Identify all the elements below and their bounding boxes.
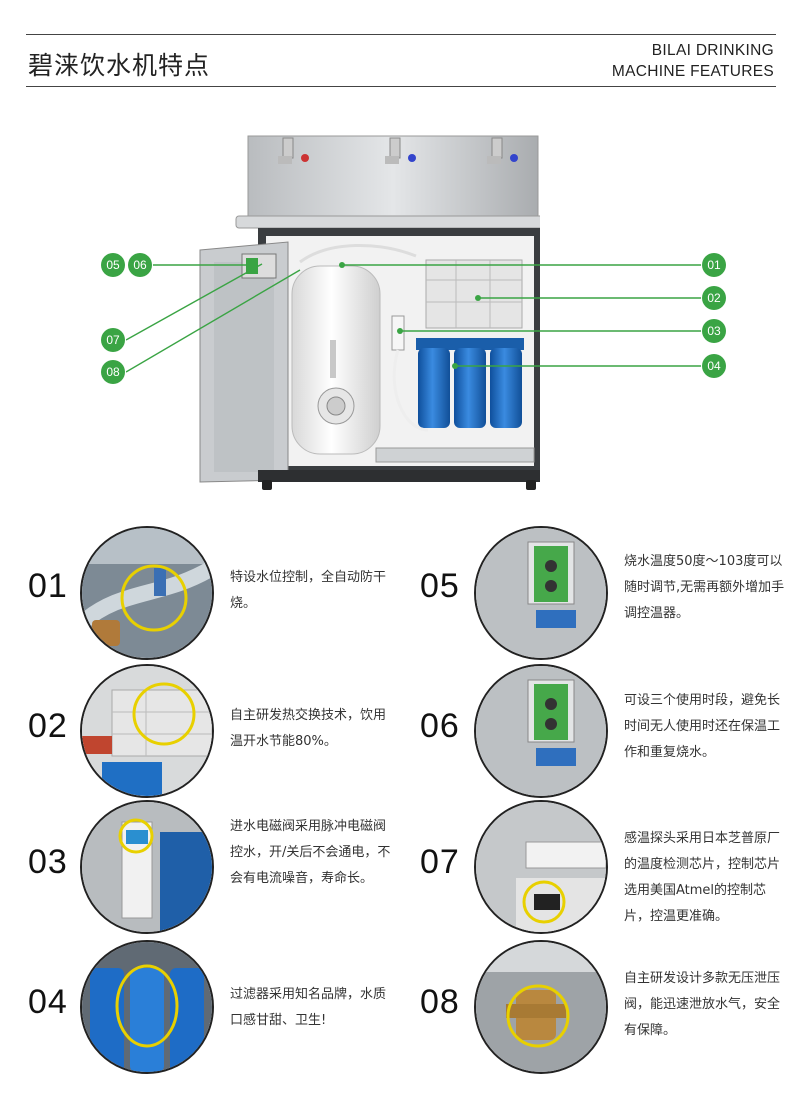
- feature-06-description: 可设三个使用时段，避免长时间无人使用时还在保温工作和重复烧水。: [624, 693, 781, 760]
- feature-03-number: 03: [28, 843, 68, 881]
- callout-badge-08: 08: [101, 360, 125, 384]
- title-en-line1: BILAI DRINKING: [651, 42, 774, 59]
- callout-badge-03: 03: [702, 319, 726, 343]
- feature-01-description: 特设水位控制，全自动防干烧。: [230, 570, 387, 611]
- feature-08-number: 08: [420, 983, 460, 1021]
- feature-07-description: 感温探头采用日本芝普原厂的温度检测芯片，控制芯片选用美国Atmel的控制芯片，控…: [624, 831, 781, 924]
- foot-left: [262, 480, 272, 490]
- feature-03-photo: [80, 800, 214, 934]
- callout-badge-06: 06: [128, 253, 152, 277]
- machine-illustration: [199, 135, 540, 490]
- callout-badge-05: 05: [101, 253, 125, 277]
- feature-04-photo: [80, 940, 214, 1074]
- feature-01-photo: [80, 526, 214, 660]
- header-top-rule: [26, 34, 776, 35]
- feature-04-number: 04: [28, 983, 68, 1021]
- feature-02-number: 02: [28, 707, 68, 745]
- feature-06-number: 06: [420, 707, 460, 745]
- tap-right-icon: [487, 137, 518, 164]
- callout-lines: [125, 262, 702, 373]
- feature-04-description: 过滤器采用知名品牌，水质口感甘甜、卫生!: [230, 987, 387, 1028]
- feature-08-description: 自主研发设计多款无压泄压阀，能迅速泄放水气，安全有保障。: [624, 971, 781, 1038]
- feature-07-number: 07: [420, 843, 460, 881]
- feature-07-photo: [474, 800, 608, 934]
- tap-left-icon: [278, 137, 309, 164]
- feature-02-description: 自主研发热交换技术，饮用温开水节能80%。: [230, 708, 387, 749]
- title-en-line2: MACHINE FEATURES: [611, 63, 774, 80]
- callout-badge-02: 02: [702, 286, 726, 310]
- filter-cartridges: [416, 338, 524, 428]
- feature-01-number: 01: [28, 567, 68, 605]
- callout-badge-07: 07: [101, 328, 125, 352]
- feature-02-photo: [80, 664, 214, 798]
- feature-05-number: 05: [420, 567, 460, 605]
- page-title: 碧涞饮水机特点: [28, 51, 211, 80]
- callout-badge-01: 01: [702, 253, 726, 277]
- feature-03-description: 进水电磁阀采用脉冲电磁阀控水，开/关后不会通电，不会有电流噪音，寿命长。: [230, 819, 391, 886]
- callout-badge-04: 04: [702, 354, 726, 378]
- page-title-en: BILAI DRINKING MACHINE FEATURES: [612, 40, 774, 82]
- feature-05-photo: [474, 526, 608, 660]
- feature-08-photo: [474, 940, 608, 1074]
- tap-middle-icon: [385, 137, 416, 164]
- feature-06-photo: [474, 664, 608, 798]
- feature-05-description: 烧水温度50度～103度可以随时调节,无需再额外增加手调控温器。: [624, 554, 785, 621]
- foot-right: [526, 480, 536, 490]
- header-bottom-rule: [26, 86, 776, 87]
- heat-exchanger: [425, 259, 523, 329]
